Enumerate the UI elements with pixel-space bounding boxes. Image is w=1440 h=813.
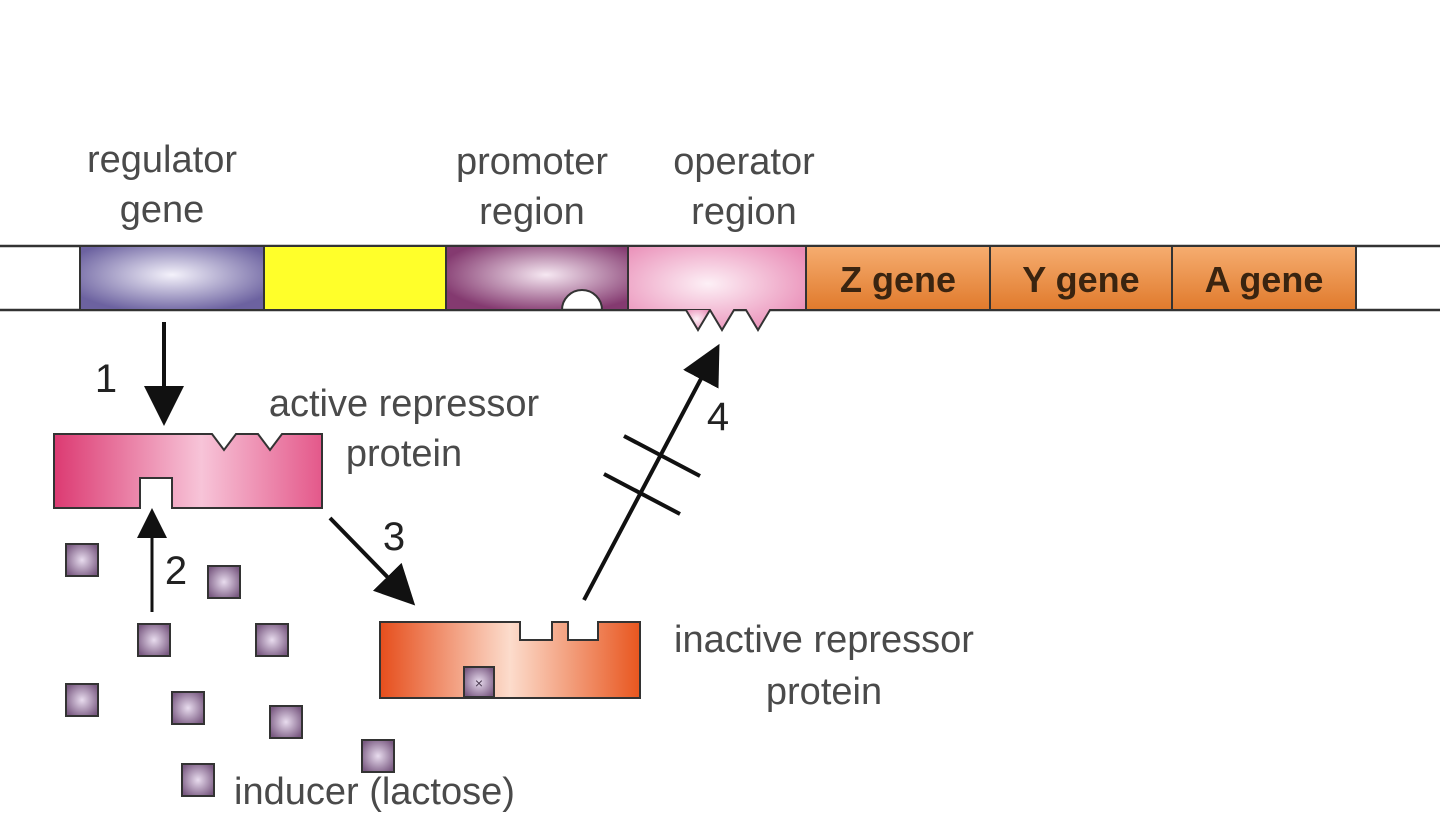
y-gene-label: Y gene — [1022, 259, 1139, 300]
active-repressor-label-line1: active repressor — [269, 383, 540, 425]
step3-arrow — [328, 516, 416, 606]
inactive-repressor-label-line2: protein — [766, 671, 882, 713]
inducer-icon — [181, 763, 215, 797]
block-bar-lower — [603, 472, 681, 516]
operator-region-label-line2: region — [691, 191, 797, 233]
svg-text:×: × — [475, 675, 483, 691]
step4-arrow — [582, 343, 720, 601]
inducer-icon — [171, 691, 205, 725]
inducer-label: inducer (lactose) — [234, 771, 515, 813]
block-bar-upper — [623, 434, 701, 478]
inducer-icon — [361, 739, 395, 773]
inducer-molecules — [65, 543, 395, 797]
step3-number: 3 — [383, 515, 405, 559]
regulator-gene-segment — [79, 245, 265, 311]
step2-number: 2 — [165, 549, 187, 593]
operator-region-label-line1: operator — [673, 141, 815, 183]
promoter-region-label-line1: promoter — [456, 141, 608, 183]
regulator-gene-label-line2: gene — [120, 189, 205, 231]
promoter-region-segment — [445, 245, 629, 311]
step4-number: 4 — [707, 395, 729, 439]
active-repressor-label-line2: protein — [346, 433, 462, 475]
inactive-repressor-label-line1: inactive repressor — [674, 619, 974, 661]
inducer-icon — [65, 683, 99, 717]
inducer-icon — [269, 705, 303, 739]
inducer-icon — [255, 623, 289, 657]
operator-region-segment — [627, 245, 807, 332]
inducer-icon — [207, 565, 241, 599]
bound-inducer-icon — [463, 666, 495, 698]
z-gene-segment — [805, 245, 991, 311]
inducer-icon — [65, 543, 99, 577]
step1-number: 1 — [95, 357, 117, 401]
regulator-gene-label-line1: regulator — [87, 139, 237, 181]
yellow-segment — [263, 245, 447, 311]
inducer-icon — [137, 623, 171, 657]
active-repressor-protein — [53, 433, 323, 509]
a-gene-label: A gene — [1205, 259, 1324, 300]
z-gene-label: Z gene — [840, 259, 956, 300]
dna-strand: Z gene Y gene A gene — [0, 244, 1440, 332]
inactive-repressor-protein — [379, 621, 641, 699]
operator-notch — [685, 309, 711, 332]
y-gene-segment — [989, 245, 1173, 311]
a-gene-segment — [1171, 245, 1357, 311]
promoter-region-label-line2: region — [479, 191, 585, 233]
